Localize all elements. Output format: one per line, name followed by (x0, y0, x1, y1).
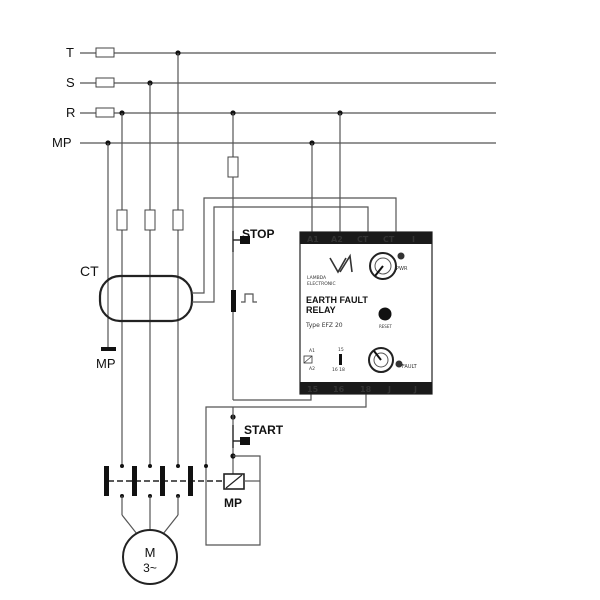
start-button-actuator (240, 437, 250, 445)
fuse-phase-3 (172, 209, 184, 231)
fuse-t (95, 47, 115, 58)
current-transformer: CT (80, 263, 194, 323)
relay-contact (231, 290, 236, 312)
fuse-phase-1 (116, 209, 128, 231)
line-label-mp: MP (52, 135, 72, 150)
svg-text:15: 15 (338, 347, 344, 353)
contactor-main-contacts (104, 464, 224, 498)
svg-text:16 18: 16 18 (332, 367, 345, 373)
relay-top-bar (300, 232, 432, 244)
terminal-a2: A2 (331, 235, 343, 244)
relay-supply-feeds (311, 113, 341, 232)
ct-leads (192, 197, 397, 303)
motor-label-2: 3~ (143, 561, 157, 575)
fuse-r (95, 107, 115, 118)
line-label-s: S (66, 75, 75, 90)
terminal-16: 16 (333, 385, 345, 394)
terminal-15: 15 (307, 385, 319, 394)
terminal-j-1: J (387, 385, 391, 394)
terminal-i: I (412, 235, 415, 244)
fault-label: FAULT (402, 364, 418, 370)
terminal-a1: A1 (307, 235, 319, 244)
fault-led (395, 360, 403, 368)
fuse-phase-2 (144, 209, 156, 231)
sensitivity-dial: PWR (369, 252, 408, 280)
relay-title-1: EARTH FAULT (306, 295, 368, 305)
ground-terminal: MP (96, 347, 116, 371)
reset-label: RESET (379, 324, 392, 329)
timing-pulse-icon (241, 293, 257, 303)
svg-text:A1: A1 (309, 348, 315, 354)
svg-text:ELECTRONIC: ELECTRONIC (307, 281, 336, 287)
brand-logo: LAMBDA ELECTRONIC (307, 253, 353, 287)
line-label-r: R (66, 105, 75, 120)
stop-label: STOP (242, 227, 274, 241)
earth-fault-relay: A1 A2 CT CT I 15 16 18 J J LAMBDA ELECTR… (299, 231, 433, 395)
pwr-led (397, 252, 405, 260)
reset-button[interactable] (378, 307, 392, 321)
line-label-t: T (66, 45, 74, 60)
start-label: START (244, 423, 284, 437)
control-fuse (227, 156, 239, 178)
contactor-label: MP (224, 496, 242, 510)
ct-label: CT (80, 263, 99, 279)
relay-title-2: RELAY (306, 305, 336, 315)
terminal-ct-2: CT (383, 235, 395, 244)
relay-bottom-bar (300, 382, 432, 394)
terminal-j-2: J (413, 385, 417, 394)
svg-text:A2: A2 (309, 366, 315, 372)
terminal-18: 18 (360, 385, 372, 394)
supply-lines: T S R MP (52, 45, 496, 150)
ground-label: MP (96, 356, 116, 371)
motor: M 3~ (121, 496, 179, 585)
stop-button-actuator (240, 236, 250, 244)
junction-dots (105, 50, 343, 146)
relay-legend: A1 A2 15 16 18 (303, 347, 345, 373)
pwr-label: PWR (396, 266, 408, 272)
phase-drops (107, 53, 184, 466)
svg-text:LAMBDA: LAMBDA (307, 275, 327, 281)
motor-label-1: M (145, 545, 156, 560)
fault-time-dial: FAULT (368, 347, 418, 373)
relay-type: Type EFZ 20 (305, 322, 343, 329)
fuse-s (95, 77, 115, 88)
terminal-ct-1: CT (357, 235, 369, 244)
